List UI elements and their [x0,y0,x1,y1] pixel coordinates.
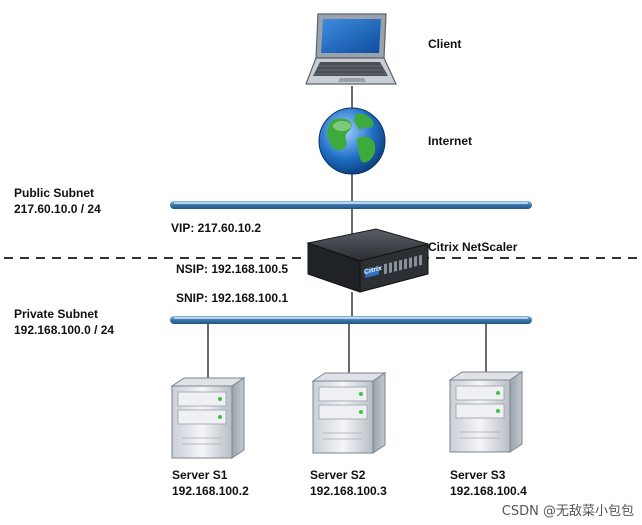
server-s3-icon [448,371,524,453]
netscaler-label: Citrix NetScaler [428,240,518,254]
server-s2-name: Server S2 [310,468,366,482]
server-s2-icon [311,372,387,454]
server-s1-ip: 192.168.100.2 [172,484,249,498]
server-s3-ip: 192.168.100.4 [450,484,527,498]
snip-label: SNIP: 192.168.100.1 [176,291,289,305]
netscaler-appliance-icon [306,228,430,293]
private-subnet-name: Private Subnet [14,307,99,321]
private-subnet-range: 192.168.100.0 / 24 [14,323,115,337]
vip-label: VIP: 217.60.10.2 [171,221,262,235]
globe-icon [318,107,386,175]
server-s1-icon [170,377,246,459]
client-label: Client [428,37,462,51]
laptop-icon [305,13,397,85]
public-subnet-name: Public Subnet [14,186,95,200]
public-subnet-range: 217.60.10.0 / 24 [14,202,101,216]
public-subnet-bus [170,201,532,209]
private-subnet-bus [170,316,532,324]
nsip-label: NSIP: 192.168.100.5 [176,262,289,276]
server-s2-ip: 192.168.100.3 [310,484,387,498]
watermark-text: CSDN @无敌菜小包包 [501,504,634,519]
connector-lines [207,86,487,378]
internet-label: Internet [428,134,473,148]
server-s3-name: Server S3 [450,468,506,482]
server-s1-name: Server S1 [172,468,228,482]
